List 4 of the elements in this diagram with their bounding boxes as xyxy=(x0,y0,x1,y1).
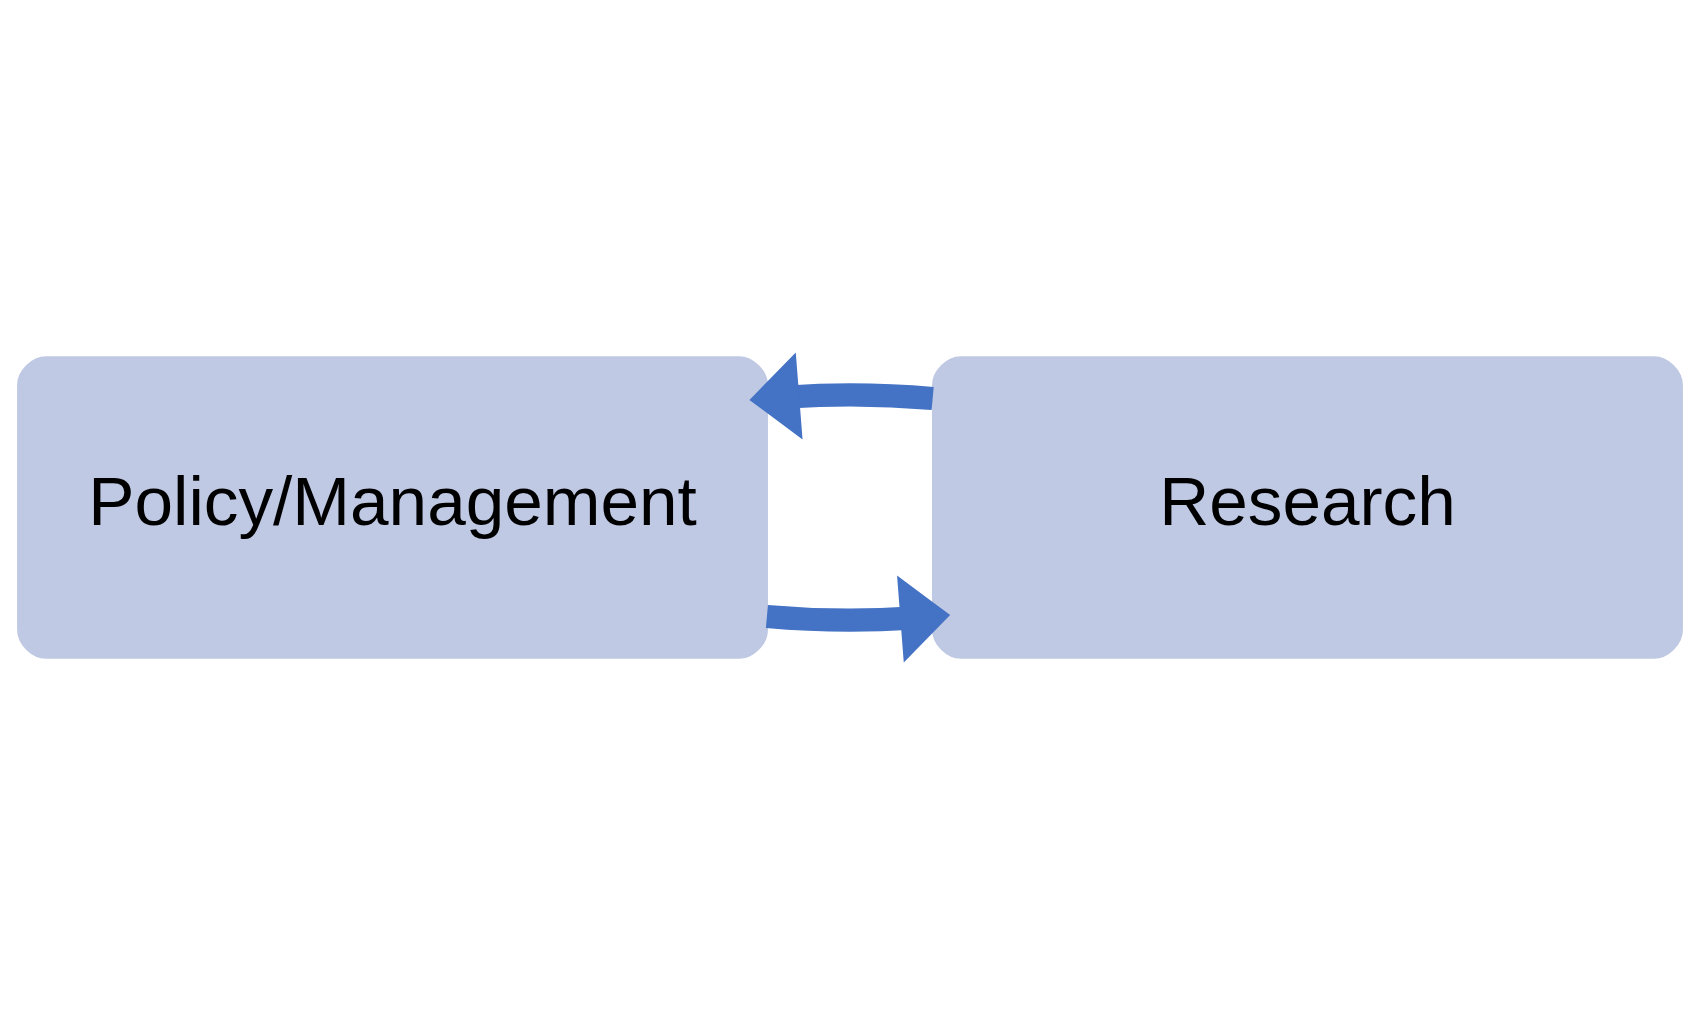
node-box: Policy/Management xyxy=(16,356,768,659)
arrow xyxy=(765,575,950,663)
arrow xyxy=(748,352,934,440)
node-box: Research xyxy=(931,356,1683,659)
